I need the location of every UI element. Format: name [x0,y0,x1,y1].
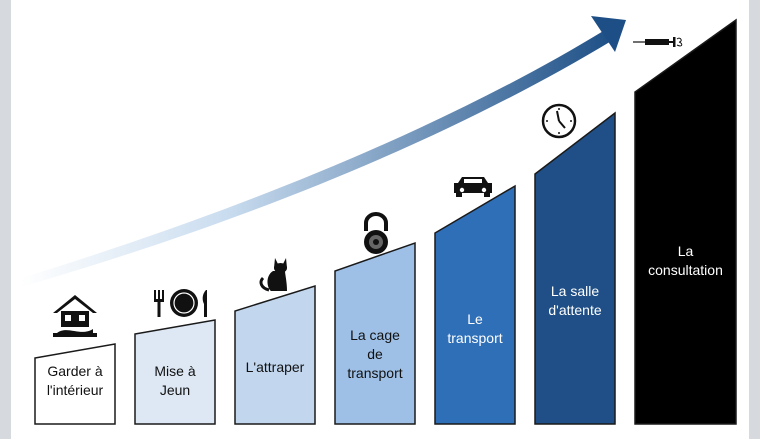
step-bar-5 [434,184,516,425]
step-label-7: La consultation [648,243,723,278]
car-icon [454,177,492,197]
step-bar-2 [134,319,216,425]
step-bar-1 [34,343,116,425]
step-label-6: La salle d'attente [548,283,602,318]
step-bar-6 [534,111,616,425]
staircase-diagram [21,16,737,425]
plate-fork-knife-icon [154,289,207,317]
step-bar-3 [234,284,316,425]
clock-icon [541,103,577,139]
step-bar-4 [334,241,416,425]
step-bar-7 [634,18,737,425]
step-label-3: L'attraper [245,359,305,375]
progress-arrow-body [21,30,613,287]
padlock-icon [364,212,388,254]
step-label-5: Le transport [447,311,503,346]
syringe-icon [633,37,683,47]
cat-icon [259,258,287,292]
house-icon [53,295,97,337]
diagram-frame: Garder à l'intérieur Mise à Jeun L'attrape… [11,0,749,439]
step-label-2: Mise à Jeun [154,363,196,398]
steps-layer [34,18,737,425]
step-label-4: La cage de transport [347,327,403,381]
progress-arrow-head [591,16,626,52]
step-label-1: Garder à l'intérieur [46,363,104,398]
